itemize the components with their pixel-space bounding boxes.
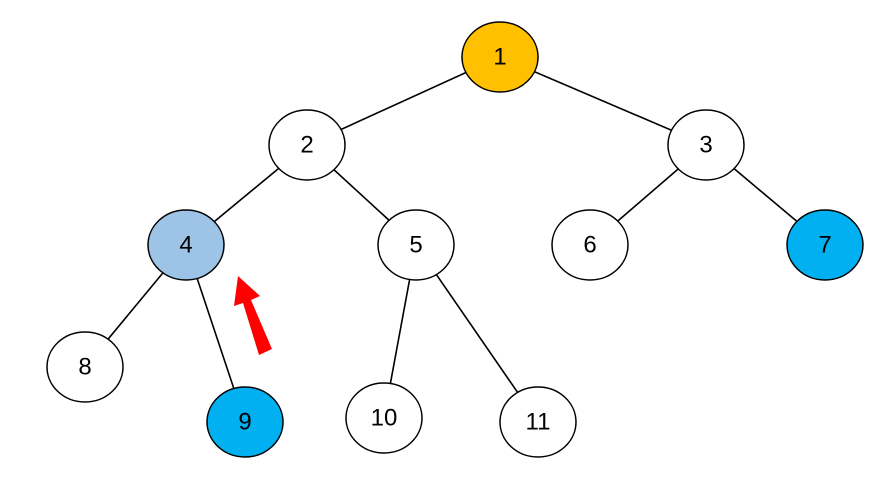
tree-node-4: 4: [147, 209, 225, 281]
tree-node-label: 6: [583, 232, 596, 259]
tree-node-2: 2: [268, 109, 346, 181]
tree-node-circle: [206, 386, 284, 458]
tree-node-circle: [667, 109, 745, 181]
tree-node-circle: [147, 209, 225, 281]
tree-node-label: 1: [493, 44, 506, 71]
tree-node-6: 6: [551, 209, 629, 281]
swap-arrow: [234, 276, 272, 355]
tree-node-3: 3: [667, 109, 745, 181]
swap-arrow-icon: [234, 276, 272, 355]
tree-nodes: 1 2 3 4 5 6 7 8 9 10 11: [46, 21, 864, 458]
tree-node-circle: [345, 382, 423, 454]
tree-node-label: 2: [300, 132, 313, 159]
tree-node-label: 11: [526, 409, 551, 436]
tree-node-circle: [551, 209, 629, 281]
tree-node-label: 4: [179, 232, 192, 259]
tree-node-label: 8: [78, 354, 91, 381]
tree-node-label: 5: [409, 232, 422, 259]
tree-node-5: 5: [377, 209, 455, 281]
tree-node-circle: [499, 386, 577, 458]
tree-node-label: 10: [371, 405, 398, 432]
tree-node-9: 9: [206, 386, 284, 458]
tree-node-label: 9: [238, 409, 251, 436]
tree-node-8: 8: [46, 331, 124, 403]
tree-node-circle: [461, 21, 539, 93]
tree-node-circle: [46, 331, 124, 403]
tree-node-circle: [268, 109, 346, 181]
tree-node-label: 3: [699, 132, 712, 159]
tree-node-1: 1: [461, 21, 539, 93]
tree-node-7: 7: [786, 209, 864, 281]
tree-node-11: 11: [499, 386, 577, 458]
tree-node-label: 7: [818, 232, 831, 259]
tree-node-circle: [786, 209, 864, 281]
tree-node-circle: [377, 209, 455, 281]
tree-node-10: 10: [345, 382, 423, 454]
